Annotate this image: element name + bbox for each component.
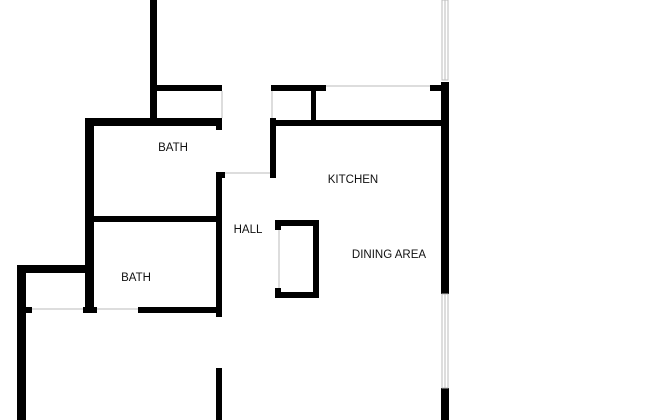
wall bbox=[138, 307, 222, 313]
room-label-dining-area: DINING AREA bbox=[352, 249, 426, 261]
wall bbox=[275, 288, 281, 298]
wall bbox=[275, 292, 319, 298]
wall bbox=[216, 172, 225, 178]
wall bbox=[313, 220, 319, 298]
wall bbox=[85, 118, 94, 313]
wall bbox=[275, 220, 319, 226]
wall bbox=[441, 82, 449, 294]
room-label-kitchen: KITCHEN bbox=[328, 174, 378, 186]
wall bbox=[17, 265, 94, 273]
wall bbox=[270, 118, 276, 178]
wall bbox=[94, 216, 222, 222]
room-label-bath-upper: BATH bbox=[158, 142, 188, 154]
wall bbox=[216, 172, 222, 317]
windows bbox=[32, 0, 449, 389]
room-label-bath-lower: BATH bbox=[121, 272, 151, 284]
wall bbox=[85, 118, 222, 126]
wall bbox=[430, 85, 448, 91]
wall bbox=[83, 307, 97, 313]
wall bbox=[276, 120, 441, 126]
wall bbox=[311, 85, 316, 124]
wall bbox=[157, 85, 222, 91]
room-labels: BATH KITCHEN HALL BATH DINING AREA bbox=[121, 142, 426, 284]
pillar bbox=[275, 220, 319, 298]
wall bbox=[17, 265, 26, 420]
wall bbox=[275, 220, 281, 230]
wall bbox=[271, 85, 326, 91]
wall bbox=[150, 0, 157, 124]
wall bbox=[26, 307, 32, 313]
wall bbox=[216, 118, 222, 130]
wall bbox=[216, 368, 222, 420]
wall bbox=[441, 388, 449, 420]
walls bbox=[17, 0, 449, 420]
room-label-hall: HALL bbox=[234, 224, 263, 236]
